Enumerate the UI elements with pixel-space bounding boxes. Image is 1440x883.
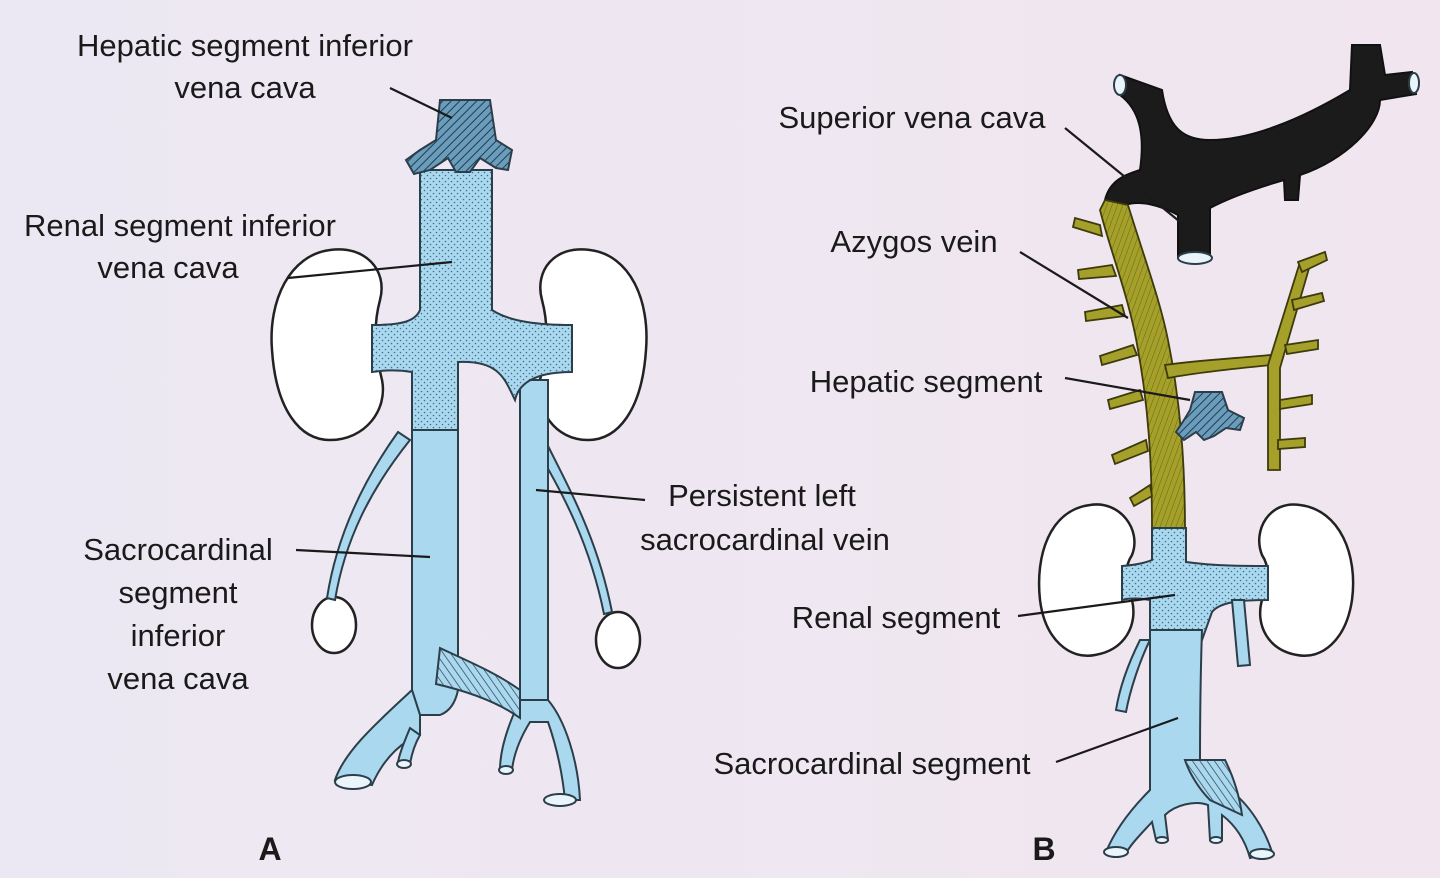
leader-hepatic-b [1064, 376, 1191, 402]
azygos-label: Azygos vein [830, 224, 997, 259]
svc-label: Superior vena cava [778, 100, 1046, 135]
right-iliac-a [498, 699, 582, 801]
iliac-cap-a1 [334, 774, 372, 790]
renal-segment-label-a: Renal segment inferior [24, 208, 336, 243]
right-gonadal-vein-b [1230, 599, 1252, 668]
panel-a-diagram [270, 99, 648, 807]
left-kidney-a [270, 248, 385, 442]
leader-azygos [1019, 251, 1129, 319]
left-kidney-b [1037, 503, 1136, 657]
renal-segment-label-b: Renal segment [792, 600, 1001, 635]
sacrocardinal-label-a-3: inferior [131, 618, 226, 653]
leader-renal-b [1017, 593, 1176, 618]
leader-sacrocardinal-a [295, 548, 431, 559]
leader-renal-a [287, 260, 453, 280]
sacrocardinal-label-a-4: vena cava [107, 661, 249, 696]
leader-svc [1064, 127, 1191, 231]
left-gonad-a [310, 595, 358, 655]
svc-cap-3 [1408, 72, 1420, 94]
svc-cap-2 [1113, 74, 1127, 96]
hepatic-segment-label-a-2: vena cava [174, 70, 316, 105]
iliac-cap-a3 [498, 765, 514, 775]
hepatic-segment-label-b: Hepatic segment [810, 364, 1043, 399]
renal-segment-label-a-2: vena cava [97, 250, 239, 285]
superior-vena-cava [1103, 44, 1418, 259]
iliac-cap-b1 [1103, 846, 1129, 858]
persistent-left-label-2: sacrocardinal vein [640, 522, 890, 557]
sacrocardinal-label-a-2: segment [119, 575, 238, 610]
renal-segment-b [1121, 527, 1269, 641]
iliac-cap-a4 [543, 793, 577, 807]
right-gonadal-vein-a [534, 438, 614, 616]
right-kidney-a [537, 248, 648, 442]
leader-persistent [535, 488, 646, 502]
hepatic-segment-a [404, 99, 514, 176]
iliac-anastomosis-a [434, 646, 521, 720]
iliac-cap-a2 [396, 759, 412, 769]
iliac-cap-b2 [1155, 836, 1169, 844]
left-gonadal-vein-a [325, 430, 412, 602]
sacrocardinal-label-a: Sacrocardinal [83, 532, 273, 567]
iliac-cap-b4 [1249, 848, 1275, 860]
right-gonad-a [594, 610, 642, 670]
svc-cap [1177, 251, 1213, 265]
azygos-tributaries-left [1071, 216, 1154, 508]
hemiazygos-tributaries [1277, 250, 1329, 450]
left-gonadal-vein-b [1114, 639, 1152, 714]
hepatic-segment-label-a: Hepatic segment inferior [77, 28, 413, 63]
panel-b-diagram [1037, 44, 1420, 860]
panel-a-label: A [258, 831, 281, 867]
hepatic-segment-b [1174, 391, 1246, 442]
leader-sacrocardinal-b [1055, 716, 1179, 764]
sacrocardinal-segment-label-b: Sacrocardinal segment [713, 746, 1030, 781]
right-kidney-b [1257, 503, 1355, 657]
iliac-anastomosis-b [1183, 759, 1244, 817]
persistent-left-label: Persistent left [668, 478, 856, 513]
leader-hepatic-a [389, 87, 453, 119]
renal-segment-a [371, 169, 573, 431]
persistent-left-sacrocardinal-a [519, 379, 549, 701]
panel-b-label: B [1032, 831, 1055, 867]
iliac-cap-b3 [1209, 836, 1223, 844]
